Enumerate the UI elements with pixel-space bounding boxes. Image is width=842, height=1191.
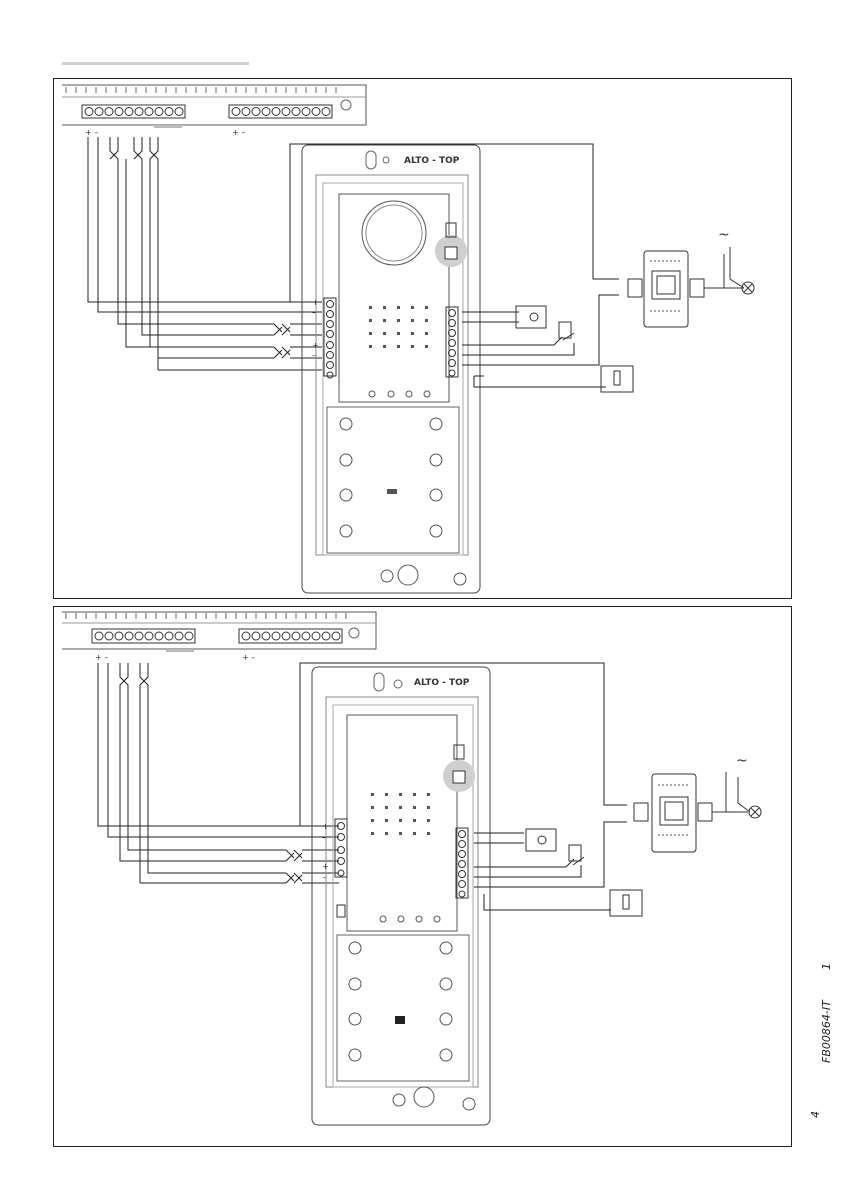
terminal-sign: +	[312, 341, 319, 350]
terminal-sign: –	[312, 308, 316, 317]
revision-number: 1	[820, 963, 833, 970]
panel-label: ALTO - TOP	[414, 678, 470, 688]
transformer	[634, 772, 748, 852]
document-code: FB00864-IT	[820, 1000, 833, 1063]
bus-polarity-left: + –	[85, 128, 98, 137]
terminal-sign: –	[322, 833, 326, 842]
power-supply-module	[62, 85, 366, 128]
header-rule	[62, 62, 249, 65]
page-number: 4	[809, 1111, 822, 1118]
entrance-panel: ALTO - TOP	[302, 145, 480, 593]
ac-mains-symbol: ~	[736, 753, 748, 769]
terminal-sign: +	[322, 862, 329, 871]
bus-polarity-right: + –	[232, 128, 245, 137]
external-switch	[601, 366, 633, 392]
transformer	[628, 251, 744, 327]
door-lock	[516, 306, 546, 328]
terminal-sign: +	[312, 298, 319, 307]
lamp-icon	[749, 806, 761, 818]
power-supply-module	[62, 612, 376, 652]
entrance-panel: ALTO - TOP	[312, 667, 490, 1125]
terminal-sign: –	[312, 351, 316, 360]
bus-wires	[88, 137, 322, 370]
panel-label: ALTO - TOP	[404, 156, 460, 166]
wiring-diagram-panel-1: + – + – ALTO - TOP	[53, 78, 792, 599]
wiring-diagram-panel-2: + – + – ALTO - TOP	[53, 606, 792, 1147]
bus-polarity-left: + –	[95, 653, 108, 662]
external-switch	[610, 890, 642, 916]
terminal-sign: +	[322, 822, 329, 831]
door-lock	[526, 829, 556, 851]
bus-wires	[98, 663, 339, 883]
terminal-sign: –	[322, 873, 326, 882]
ac-mains-symbol: ~	[718, 227, 730, 243]
bus-polarity-right: + –	[242, 653, 255, 662]
